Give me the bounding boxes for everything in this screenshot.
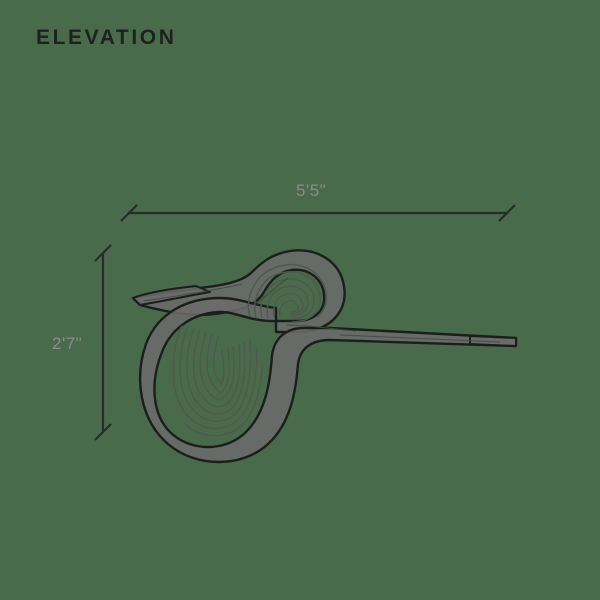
upper-lobe-contours <box>247 263 327 322</box>
dimension-tick-height-top <box>94 244 112 262</box>
ribbon-right-arm-tip <box>469 335 517 347</box>
dimension-line-height <box>94 244 112 441</box>
dimension-label-height: 2'7" <box>52 334 83 353</box>
ribbon-seam-lines <box>143 277 501 343</box>
dimension-tick-width-left <box>120 204 138 222</box>
lower-lobe-contours <box>168 321 264 437</box>
dimension-label-width: 5'5" <box>296 181 327 200</box>
dimension-tick-height-bottom <box>94 423 112 441</box>
page-title: ELEVATION <box>36 26 177 49</box>
ribbon-form-object <box>131 249 518 464</box>
dimension-tick-width-right <box>498 204 516 222</box>
dimension-line-width <box>120 204 516 222</box>
